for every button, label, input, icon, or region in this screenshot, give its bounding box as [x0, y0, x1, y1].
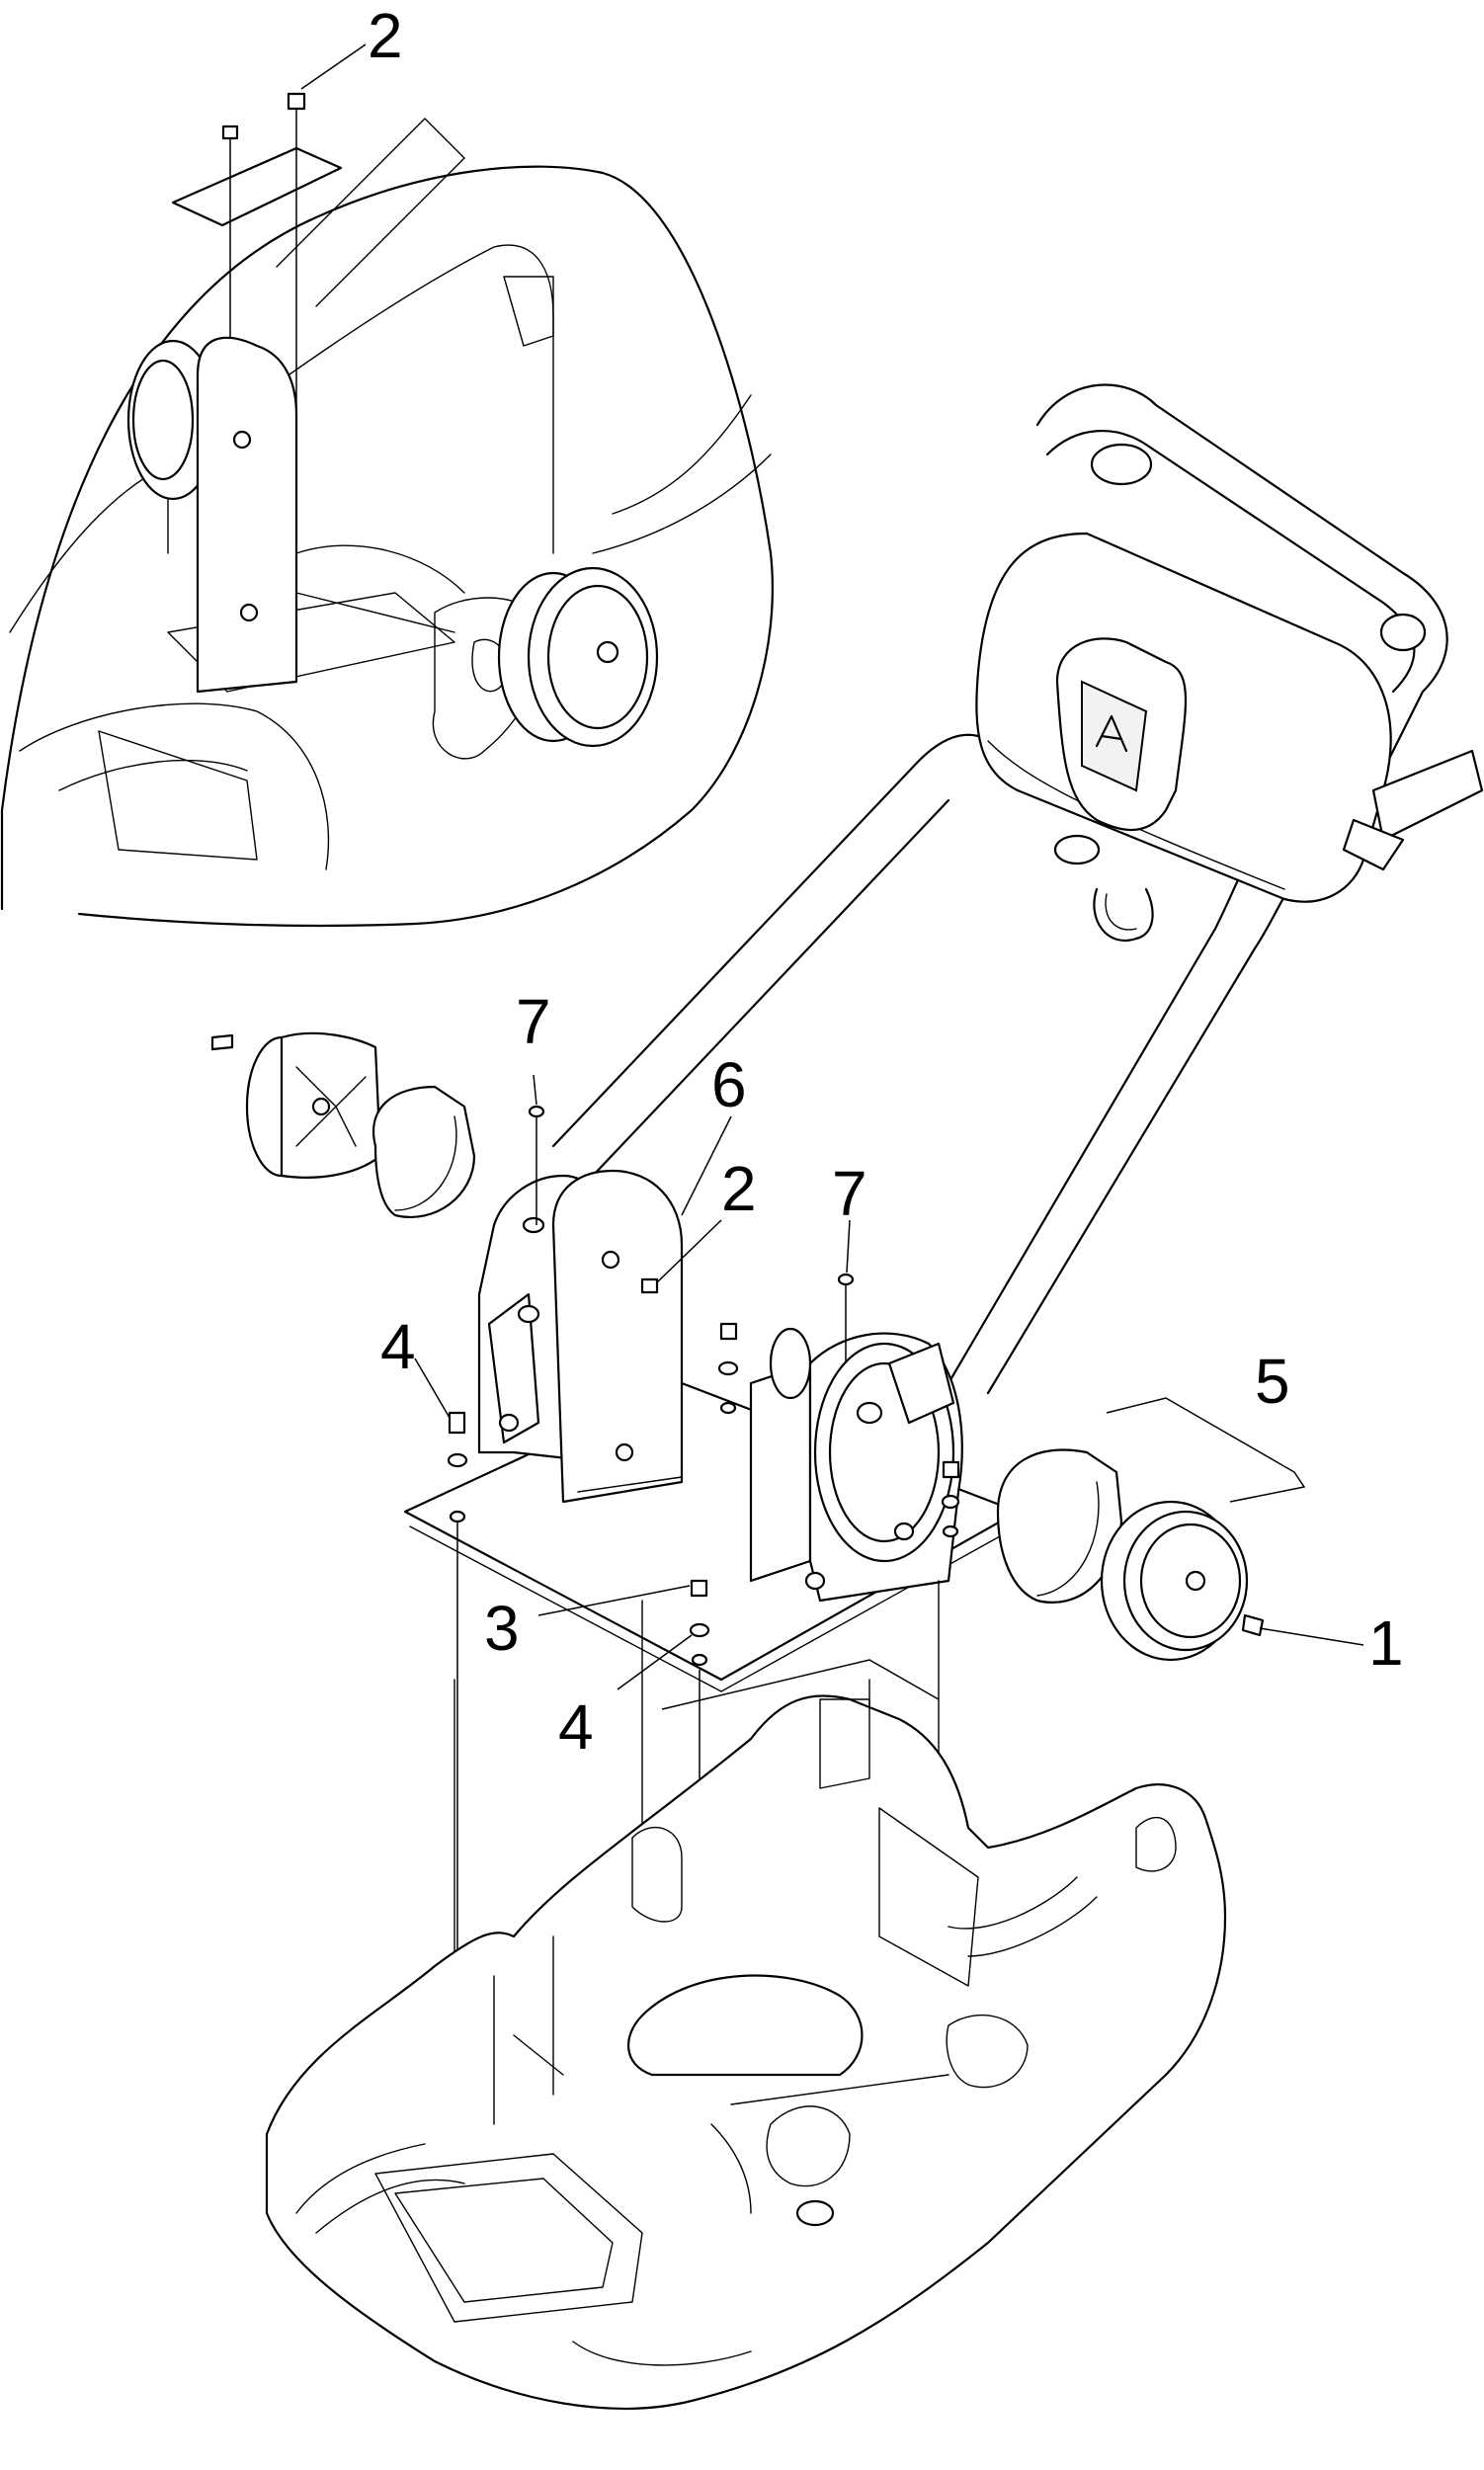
callout-4-left: 4 [380, 1311, 416, 1382]
base-deck [265, 1580, 1227, 2410]
callout-7-left: 7 [516, 986, 551, 1057]
callout-2-detail: 2 [368, 0, 403, 71]
callout-6: 6 [711, 1049, 747, 1120]
leader-lines [300, 43, 851, 1690]
callout-7-right: 7 [832, 1158, 867, 1229]
callout-1: 1 [1368, 1607, 1404, 1679]
callout-labels: 2 7 6 2 7 4 5 3 1 4 [368, 0, 1404, 1763]
right-wheel [996, 1397, 1364, 1662]
callout-5: 5 [1255, 1346, 1290, 1417]
detail-inset [0, 92, 774, 928]
callout-4-bottom: 4 [558, 1691, 594, 1763]
handle-assembly [551, 383, 1484, 1395]
callout-2-bracket: 2 [721, 1153, 757, 1224]
callout-3: 3 [484, 1593, 520, 1664]
